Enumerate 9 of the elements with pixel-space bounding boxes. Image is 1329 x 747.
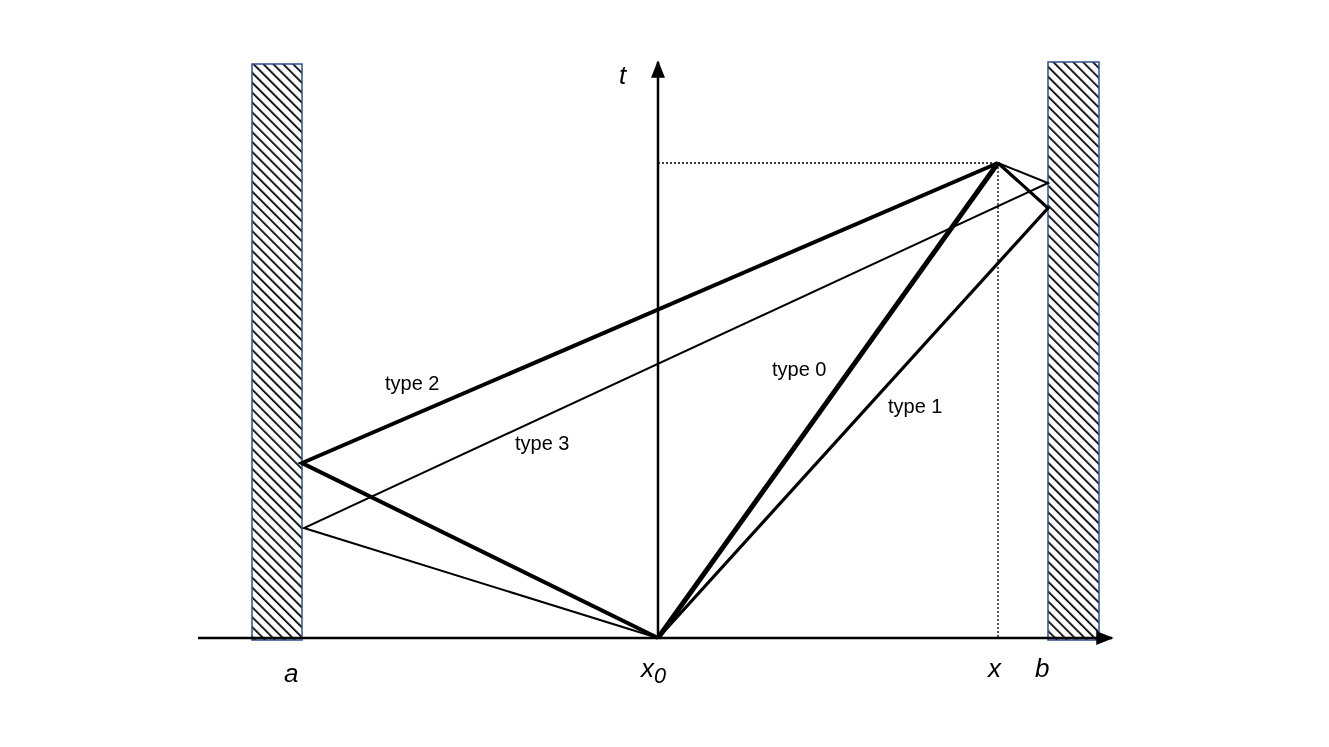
path-label: type 2 bbox=[385, 373, 440, 393]
path-label: type 1 bbox=[888, 396, 943, 416]
axis-label: b bbox=[1035, 655, 1050, 681]
axis-label: a bbox=[284, 660, 299, 686]
axis-label: t bbox=[619, 62, 627, 88]
axis-label: x bbox=[988, 655, 1001, 681]
axis-label: x$_{0}$ bbox=[641, 655, 667, 687]
path-label: type 3 bbox=[515, 433, 570, 453]
path-label: type 0 bbox=[772, 359, 827, 379]
